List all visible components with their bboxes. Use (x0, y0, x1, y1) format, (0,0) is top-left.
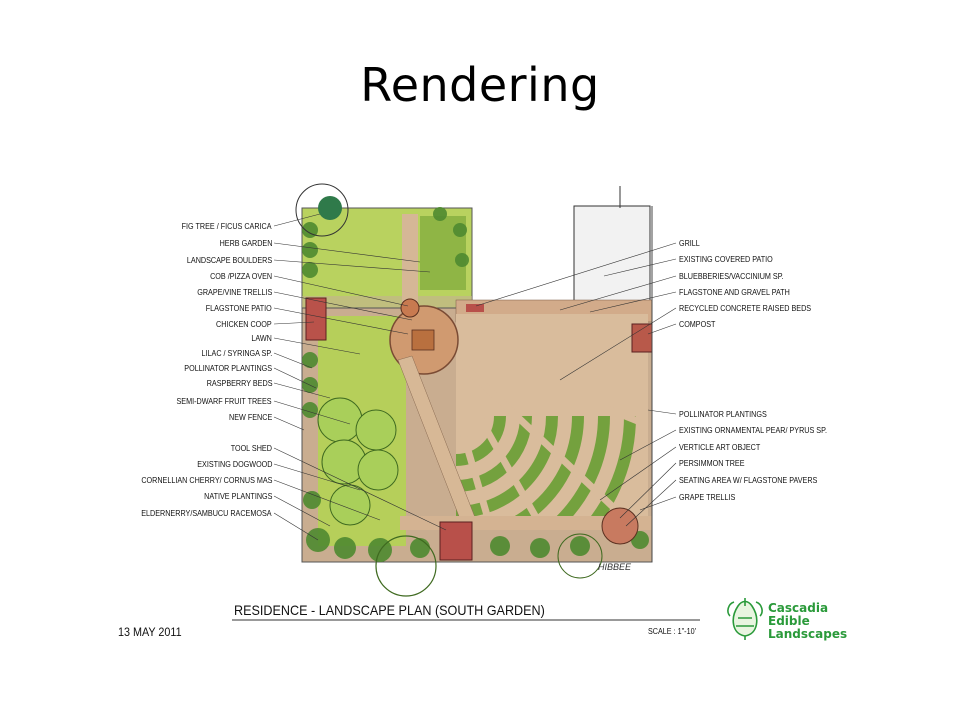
label-grill: GRILL (679, 238, 700, 248)
plan-date: 13 MAY 2011 (118, 625, 182, 639)
artist-signature: HIBBEE (598, 562, 632, 572)
label-new-fence: NEW FENCE (228, 412, 272, 422)
label-ornamental-pear: EXISTING ORNAMENTAL PEAR/ PYRUS SP. (679, 425, 827, 435)
label-grape-trellis-right: GRAPE TRELLIS (679, 492, 736, 502)
label-lawn: LAWN (251, 333, 272, 343)
slide-title: Rendering (360, 58, 600, 112)
label-grape-trellis: GRAPE/VINE TRELLIS (196, 287, 272, 297)
label-lilac: LILAC / SYRINGA SP. (201, 348, 272, 358)
label-pollinator-plantings-left: POLLINATOR PLANTINGS (184, 363, 272, 373)
label-dogwood: EXISTING DOGWOOD (196, 459, 272, 469)
label-pizza-oven: COB /PIZZA OVEN (209, 271, 272, 281)
label-art-object: VERTICLE ART OBJECT (679, 442, 761, 452)
label-flagstone-patio: FLAGSTONE PATIO (205, 303, 272, 313)
fig-tree (295, 183, 349, 237)
covered-patio (573, 205, 651, 311)
label-raised-beds: RECYCLED CONCRETE RAISED BEDS (679, 303, 812, 313)
radial-raised-beds (456, 314, 648, 522)
seating-area (601, 507, 639, 545)
label-elderberry: ELDERNERRY/SAMBUCU RACEMOSA (141, 508, 272, 518)
label-landscape-boulders: LANDSCAPE BOULDERS (186, 255, 272, 265)
label-tool-shed: TOOL SHED (230, 443, 272, 453)
label-chicken-coop: CHICKEN COOP (216, 319, 272, 329)
logo-line-1: Cascadia (768, 601, 829, 615)
label-blueberries: BLUEBBERIES/VACCINIUM SP. (679, 271, 784, 281)
label-pollinator-plantings-right: POLLINATOR PLANTINGS (679, 409, 767, 419)
label-herb-garden: HERB GARDEN (219, 238, 272, 248)
label-raspberry-beds: RASPBERRY BEDS (206, 378, 272, 388)
label-fruit-trees: SEMI-DWARF FRUIT TREES (176, 396, 272, 406)
logo-line-3: Landscapes (768, 627, 848, 641)
company-logo: Cascadia Edible Landscapes (768, 602, 847, 641)
label-native-plantings: NATIVE PLANTINGS (203, 491, 272, 501)
label-flagstone-path: FLAGSTONE AND GRAVEL PATH (679, 287, 790, 297)
plan-title: RESIDENCE - LANDSCAPE PLAN (SOUTH GARDEN… (234, 602, 545, 618)
label-cornelian-cherry: CORNELLIAN CHERRY/ CORNUS MAS (140, 475, 272, 485)
label-compost: COMPOST (679, 319, 716, 329)
logo-line-2: Edible (768, 614, 810, 628)
plan-scale: SCALE : 1"-10' (648, 627, 696, 636)
label-fig-tree: FIG TREE / FICUS CARICA (182, 221, 272, 231)
label-persimmon: PERSIMMON TREE (679, 458, 745, 468)
fruit-tree (317, 397, 363, 443)
artichoke-icon (727, 598, 763, 640)
label-seating-area: SEATING AREA W/ FLAGSTONE PAVERS (679, 475, 818, 485)
tool-shed (439, 521, 473, 561)
chicken-coop (305, 297, 327, 341)
label-covered-patio: EXISTING COVERED PATIO (679, 254, 773, 264)
